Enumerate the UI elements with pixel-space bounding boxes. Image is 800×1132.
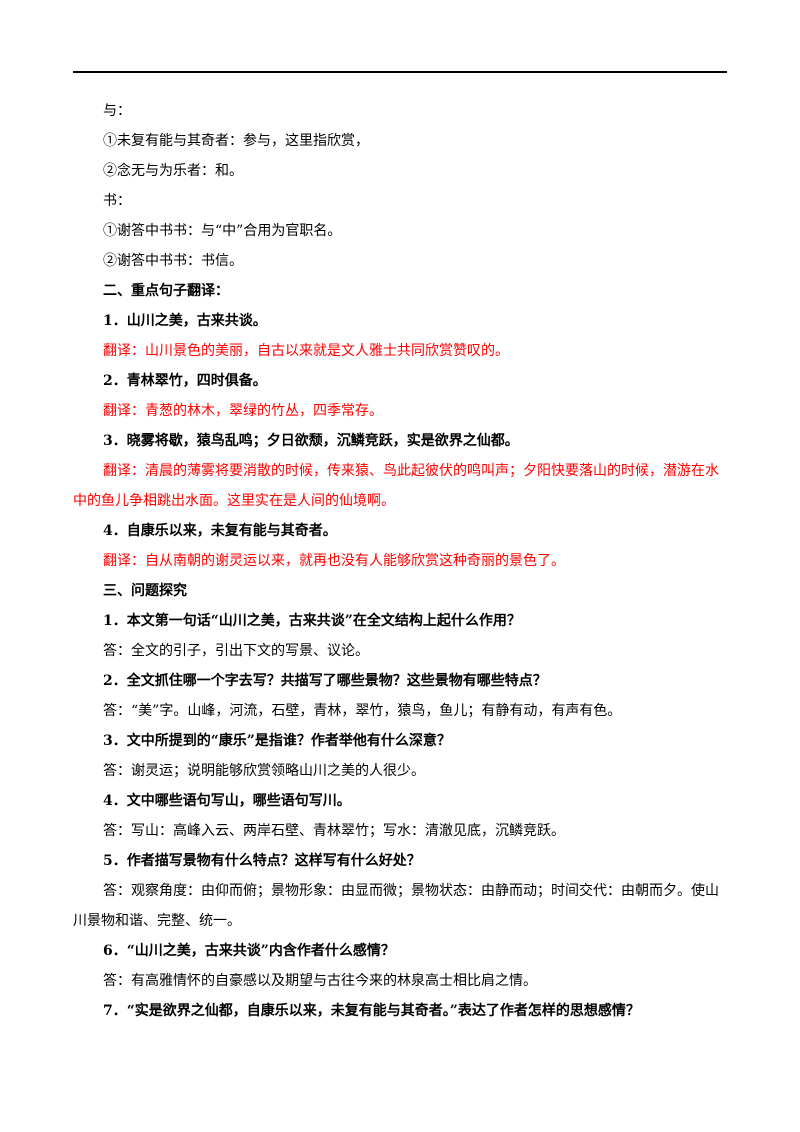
sentence-item: 4．自康乐以来，未复有能与其奇者。 — [103, 523, 337, 539]
sentence-item: 2．青林翠竹，四时俱备。 — [103, 373, 267, 389]
translation-text: 翻译：山川景色的美丽，自古以来就是文人雅士共同欣赏赞叹的。 — [103, 343, 509, 359]
sentence-item: 1．山川之美，古来共谈。 — [103, 313, 267, 329]
question-item: 2．全文抓住哪一个字去写？共描写了哪些景物？这些景物有哪些特点？ — [103, 673, 547, 689]
question-item: 5．作者描写景物有什么特点？这样写有什么好处？ — [103, 853, 421, 869]
document-body: 与： ①未复有能与其奇者：参与，这里指欣赏， ②念无与为乐者：和。 书： ①谢答… — [73, 96, 727, 1026]
answer-text: 答：全文的引子，引出下文的写景、议论。 — [103, 643, 369, 659]
question-item: 3．文中所提到的“康乐”是指谁？作者举他有什么深意？ — [103, 733, 451, 749]
section-heading: 二、重点句子翻译： — [103, 283, 229, 299]
sentence-item: 3．晓雾将歇，猿鸟乱鸣；夕日欲颓，沉鳞竞跃，实是欲界之仙都。 — [103, 433, 519, 449]
translation-text: 翻译：自从南朝的谢灵运以来，就再也没有人能够欣赏这种奇丽的景色了。 — [103, 553, 565, 569]
text-line: ①谢答中书书：与“中”合用为官职名。 — [103, 223, 342, 239]
answer-text: 答：“美”字。山峰，河流，石壁，青林，翠竹，猿鸟，鱼儿；有静有动，有声有色。 — [103, 703, 622, 719]
translation-text: 翻译：青葱的林木，翠绿的竹丛，四季常存。 — [103, 403, 383, 419]
text-line: ①未复有能与其奇者：参与，这里指欣赏， — [103, 133, 369, 149]
answer-paragraph: 答：观察角度：由仰而俯；景物形象：由显而微；景物状态：由静而动；时间交代：由朝而… — [73, 883, 719, 929]
translation-paragraph: 翻译：清晨的薄雾将要消散的时候，传来猿、鸟此起彼伏的鸣叫声；夕阳快要落山的时候，… — [73, 463, 719, 509]
header-rule — [73, 71, 727, 73]
text-line: 书： — [103, 193, 131, 209]
text-line: ②谢答中书书：书信。 — [103, 253, 243, 269]
answer-text: 答：谢灵运；说明能够欣赏领略山川之美的人很少。 — [103, 763, 425, 779]
text-line: ②念无与为乐者：和。 — [103, 163, 243, 179]
question-item: 1．本文第一句话“山川之美，古来共谈”在全文结构上起什么作用？ — [103, 613, 521, 629]
question-item: 4．文中哪些语句写山，哪些语句写川。 — [103, 793, 351, 809]
question-item: 7．“实是欲界之仙都，自康乐以来，未复有能与其奇者。”表达了作者怎样的思想感情？ — [103, 1003, 640, 1019]
question-item: 6．“山川之美，古来共谈”内含作者什么感情？ — [103, 943, 395, 959]
answer-text: 答：有高雅情怀的自豪感以及期望与古往今来的林泉高士相比肩之情。 — [103, 973, 537, 989]
section-heading: 三、问题探究 — [103, 583, 187, 599]
text-line: 与： — [103, 103, 131, 119]
answer-text: 答：写山：高峰入云、两岸石壁、青林翠竹；写水：清澈见底，沉鳞竞跃。 — [103, 823, 565, 839]
